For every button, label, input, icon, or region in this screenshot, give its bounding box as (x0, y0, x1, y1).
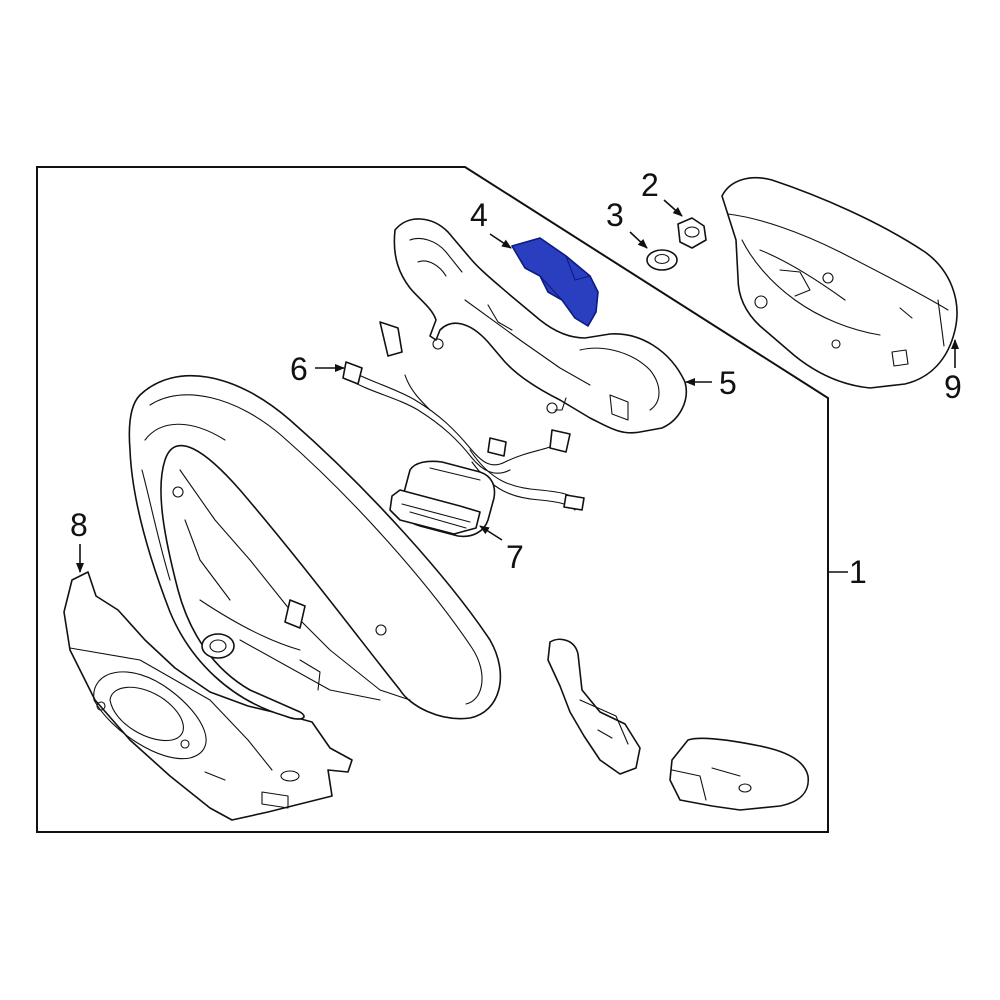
callout-5: 5 (719, 365, 737, 401)
callout-7: 7 (506, 539, 524, 575)
airbag-module-part (721, 176, 958, 389)
callout-3: 3 (606, 197, 624, 233)
nut-part (677, 217, 707, 249)
callout-4: 4 (470, 197, 488, 233)
leader-3 (629, 231, 648, 249)
lower-cover-part (63, 571, 353, 821)
steering-wheel-part (128, 375, 502, 720)
leader-2 (663, 199, 683, 217)
highlighted-bracket-part (511, 237, 599, 327)
spoke-frame-part (393, 218, 687, 434)
callout-8: 8 (70, 507, 88, 543)
callout-1: 1 (849, 554, 867, 590)
washer-part (646, 249, 678, 271)
callout-9: 9 (944, 369, 962, 405)
callout-2: 2 (641, 167, 659, 203)
callout-6: 6 (290, 351, 308, 387)
control-module-part (389, 460, 496, 538)
leader-7 (479, 525, 503, 541)
paddle-switch-part (547, 638, 641, 775)
leader-4 (489, 233, 512, 249)
wiring-harness-part (342, 321, 585, 511)
assembly-frame (36, 166, 829, 833)
lower-switch-part (669, 737, 809, 811)
